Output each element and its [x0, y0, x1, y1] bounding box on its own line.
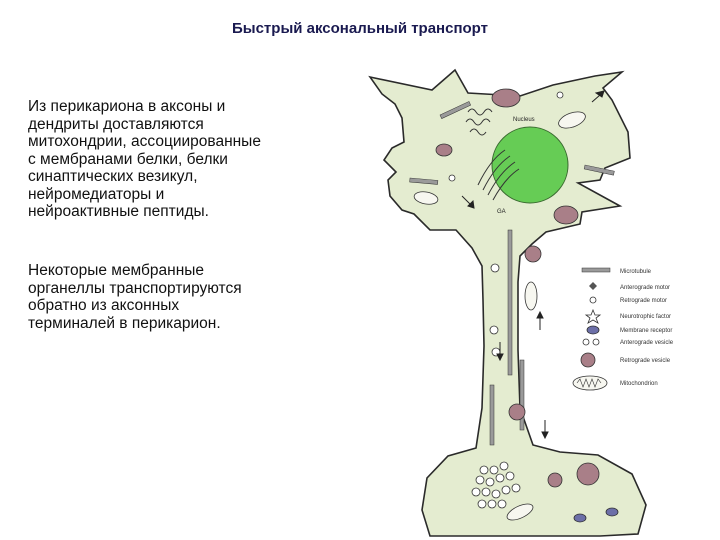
- retrograde-vesicle-icon: [581, 353, 595, 367]
- legend-label: Neurotrophic factor: [620, 314, 671, 320]
- anterograde-vesicle-icon-secondary: [593, 339, 599, 345]
- anterograde-vesicle-icon: [583, 339, 589, 345]
- axon-mitochondria: [525, 282, 537, 310]
- nucleus-label: Nucleus: [513, 117, 535, 123]
- nucleus: [492, 127, 568, 203]
- legend: Microtubule Anterograde motor Retrograde…: [573, 268, 674, 390]
- legend-label: Retrograde motor: [620, 298, 667, 304]
- anterograde-motor-icon: [589, 282, 597, 290]
- legend-label: Retrograde vesicle: [620, 358, 671, 364]
- retrograde-motor-icon: [590, 297, 596, 303]
- legend-label: Microtubule: [620, 269, 652, 275]
- membrane-receptor-icon: [587, 326, 599, 334]
- mitochondrion-icon: [573, 376, 607, 390]
- neurotrophic-factor-icon: [586, 310, 600, 323]
- microtubule-icon: [582, 268, 610, 272]
- legend-label: Membrane receptor: [620, 328, 672, 334]
- legend-label: Anterograde vesicle: [620, 340, 674, 346]
- legend-label: Mitochondrion: [620, 381, 658, 387]
- golgi-label: GA: [497, 209, 506, 215]
- legend-label: Anterograde motor: [620, 285, 670, 291]
